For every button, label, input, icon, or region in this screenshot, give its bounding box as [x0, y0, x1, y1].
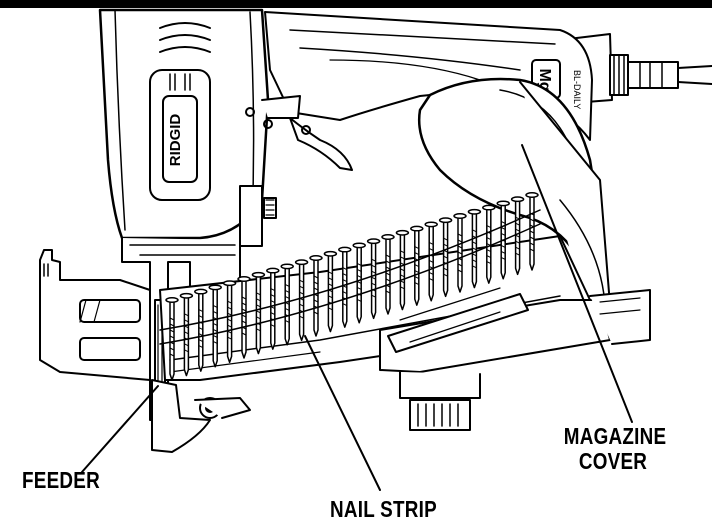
nail [323, 250, 338, 333]
magazine-cover-label-line1: MAGAZINE [563, 423, 667, 449]
collation-wire [159, 209, 541, 331]
magazine-latch [399, 371, 481, 399]
nail [237, 276, 251, 359]
feeder-label: FEEDER [22, 467, 100, 493]
nail [294, 259, 309, 342]
feeder-pawl [151, 379, 251, 453]
nail [309, 255, 323, 337]
top-border-bar [0, 0, 712, 8]
brand-logo-text: RIDGID [167, 114, 184, 167]
trigger [245, 95, 353, 171]
nail [366, 238, 381, 320]
nail [179, 292, 194, 377]
magazine-cover-leader-line [521, 144, 633, 423]
nail [438, 217, 453, 298]
nail [338, 246, 352, 328]
nail [165, 297, 179, 381]
fitting-marking-text: BL-DAILY [572, 70, 582, 109]
collation-wire [159, 223, 541, 345]
nail [222, 280, 237, 364]
nail [410, 225, 424, 306]
nail [395, 229, 410, 311]
nail [467, 208, 482, 289]
nail [352, 242, 366, 324]
nail-strip-leader-line [304, 335, 381, 491]
nail [424, 221, 438, 302]
feeder-assembly [39, 249, 166, 421]
nail-strip-graphic [165, 192, 539, 381]
magazine-cover-label-line2: COVER [578, 448, 648, 474]
magazine-cover-label: MAGAZINE COVER [563, 423, 667, 474]
nail [280, 263, 294, 346]
nail [208, 284, 222, 368]
feeder-leader-line [81, 385, 159, 473]
nail [496, 200, 510, 280]
nail [194, 288, 208, 372]
nail [510, 196, 525, 276]
nail [453, 213, 467, 293]
nail-strip-label: NAIL STRIP [330, 496, 437, 522]
